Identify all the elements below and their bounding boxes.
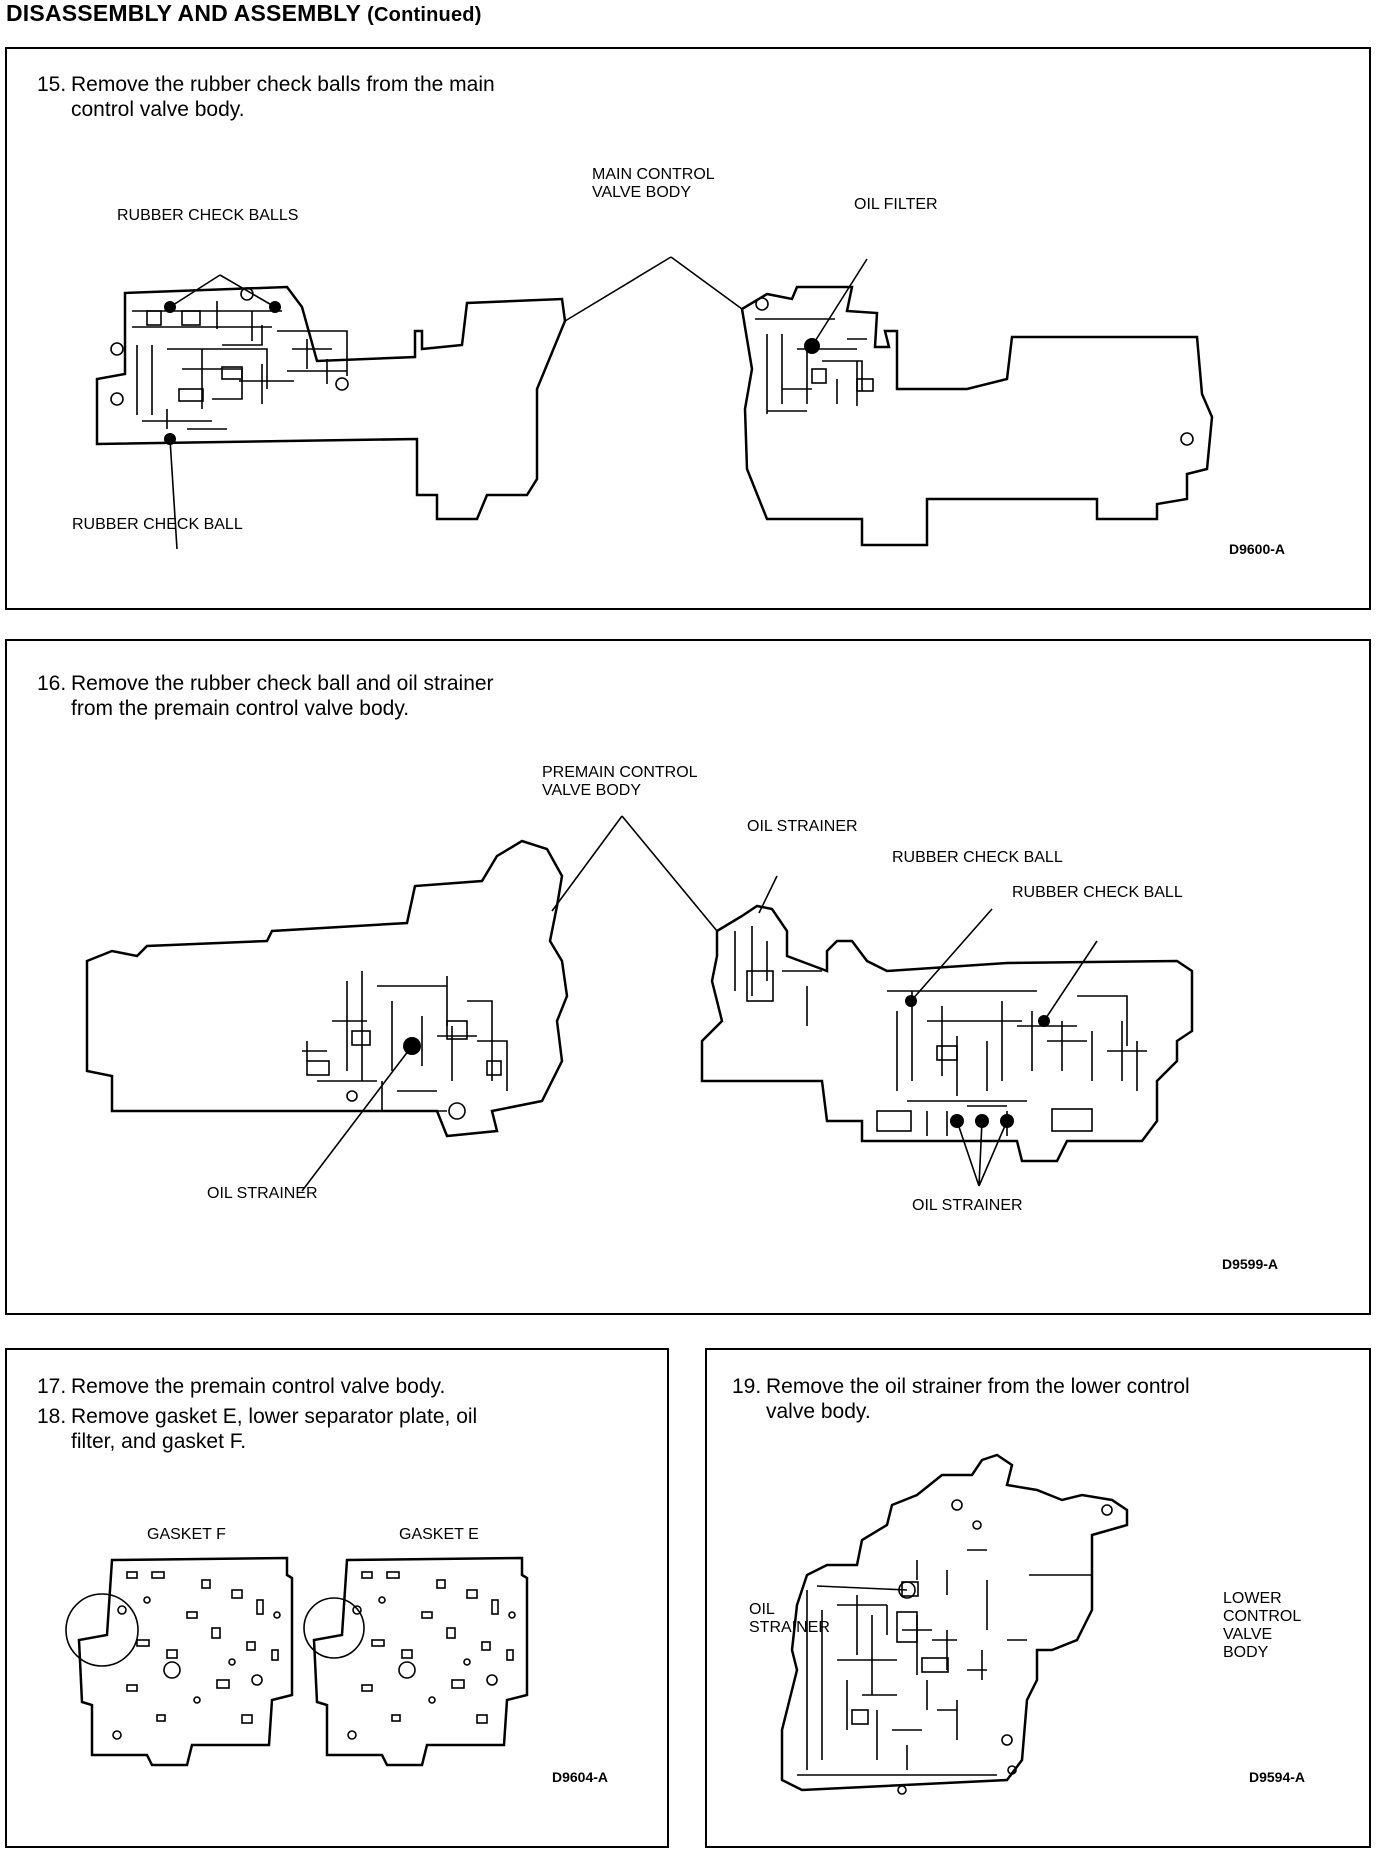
label-oil-strainer-left: OIL STRAINER	[207, 1185, 318, 1202]
step-17-text: 17.Remove the premain control valve body…	[37, 1374, 445, 1399]
step-number: 16.	[37, 672, 67, 695]
step-line: control valve body.	[71, 98, 245, 121]
label-gasket-e: GASKET E	[399, 1526, 479, 1543]
label-line: PREMAIN CONTROL	[542, 764, 698, 781]
label-rubber-check-ball: RUBBER CHECK BALL	[72, 516, 243, 533]
step-line: Remove gasket E, lower separator plate, …	[71, 1405, 478, 1428]
label-premain-control-valve-body: PREMAIN CONTROL VALVE BODY	[542, 764, 698, 800]
label-line: CONTROL	[1223, 1608, 1302, 1625]
label-rubber-check-ball-1: RUBBER CHECK BALL	[892, 849, 1063, 866]
label-line: STRAINER	[749, 1619, 830, 1636]
step-number: 18.	[37, 1405, 67, 1428]
label-oil-filter: OIL FILTER	[854, 196, 938, 213]
label-oil-strainer-top: OIL STRAINER	[747, 818, 858, 835]
step-line: filter, and gasket F.	[71, 1430, 247, 1453]
figure-id: D9594-A	[1249, 1769, 1306, 1785]
label-line: OIL	[749, 1601, 775, 1618]
step-line: Remove the rubber check ball and oil str…	[71, 672, 494, 695]
step-16-text: 16.Remove the rubber check ball and oil …	[37, 671, 494, 721]
lower-control-valve-body-illustration	[780, 1453, 1129, 1795]
step-number: 17.	[37, 1375, 67, 1398]
step-number: 19.	[732, 1375, 762, 1398]
label-oil-strainer-bottom: OIL STRAINER	[912, 1197, 1023, 1214]
step-18-text: 18.Remove gasket E, lower separator plat…	[37, 1404, 477, 1454]
label-line: VALVE BODY	[542, 782, 641, 799]
gaskets-illustration	[65, 1556, 529, 1767]
figure-id: D9604-A	[552, 1769, 609, 1785]
step-line: valve body.	[766, 1400, 871, 1423]
label-lower-control-valve-body: LOWER CONTROL VALVE BODY	[1223, 1590, 1301, 1662]
step-number: 15.	[37, 73, 67, 96]
figure-id: D9599-A	[1222, 1256, 1279, 1272]
label-line: VALVE	[1223, 1626, 1273, 1643]
premain-control-valve-body-illustration	[85, 815, 1194, 1192]
step-15-panel: 15.Remove the rubber check balls from th…	[5, 47, 1371, 610]
step-line: Remove the premain control valve body.	[71, 1375, 446, 1398]
page-title-text: DISASSEMBLY AND ASSEMBLY	[6, 0, 361, 26]
main-control-valve-body-illustration	[95, 256, 1214, 550]
step-19-panel: 19.Remove the oil strainer from the lowe…	[705, 1348, 1371, 1848]
step-15-text: 15.Remove the rubber check balls from th…	[37, 72, 495, 122]
label-main-control-valve-body: MAIN CONTROL VALVE BODY	[592, 166, 715, 202]
figure-id: D9600-A	[1229, 541, 1286, 557]
label-line: BODY	[1223, 1644, 1269, 1661]
page-title: DISASSEMBLY AND ASSEMBLY (Continued)	[6, 0, 482, 27]
label-line: MAIN CONTROL	[592, 166, 715, 183]
step-17-18-panel: 17.Remove the premain control valve body…	[5, 1348, 669, 1848]
step-19-text: 19.Remove the oil strainer from the lowe…	[732, 1374, 1190, 1424]
page-title-continued: (Continued)	[367, 4, 482, 26]
label-oil-strainer: OIL STRAINER	[749, 1601, 830, 1637]
label-rubber-check-ball-2: RUBBER CHECK BALL	[1012, 884, 1183, 901]
label-rubber-check-balls: RUBBER CHECK BALLS	[117, 207, 299, 224]
step-line: Remove the oil strainer from the lower c…	[766, 1375, 1190, 1398]
step-16-panel: 16.Remove the rubber check ball and oil …	[5, 639, 1371, 1315]
label-gasket-f: GASKET F	[147, 1526, 226, 1543]
label-line: LOWER	[1223, 1590, 1282, 1607]
label-line: VALVE BODY	[592, 184, 691, 201]
step-line: from the premain control valve body.	[71, 697, 410, 720]
step-line: Remove the rubber check balls from the m…	[71, 73, 495, 96]
